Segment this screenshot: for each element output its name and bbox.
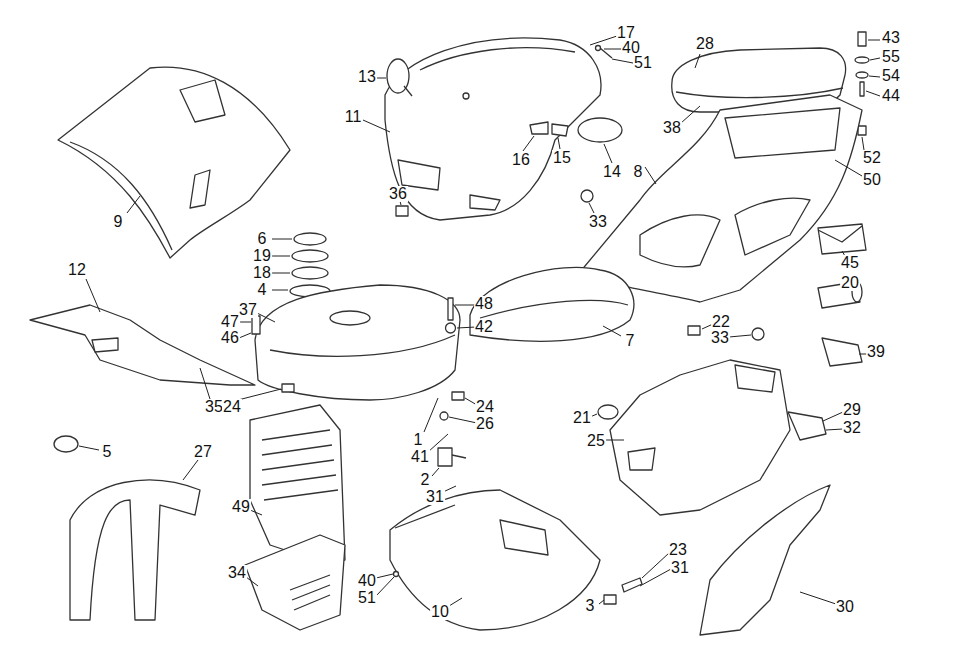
callout-number: 51 xyxy=(633,55,653,71)
callout-number: 39 xyxy=(866,344,886,360)
callout-number: 44 xyxy=(881,88,901,104)
callout-number: 33 xyxy=(710,330,730,346)
callout-number: 24 xyxy=(475,399,495,415)
callout-number: 31 xyxy=(670,560,690,576)
callout-number: 18 xyxy=(252,265,272,281)
callout-number: 42 xyxy=(474,319,494,335)
callout-number: 35 xyxy=(204,399,224,415)
callout-number: 15 xyxy=(552,150,572,166)
callout-number: 41 xyxy=(410,449,430,465)
callout-number: 2 xyxy=(420,472,431,488)
callout-number: 37 xyxy=(238,302,258,318)
callout-number: 55 xyxy=(881,49,901,65)
callout-number: 25 xyxy=(586,433,606,449)
callout-number: 26 xyxy=(475,416,495,432)
callout-number: 3 xyxy=(585,598,596,614)
callout-number: 40 xyxy=(357,573,377,589)
callout-number: 17 xyxy=(616,25,636,41)
callout-number: 14 xyxy=(602,164,622,180)
callout-number: 5 xyxy=(102,444,113,460)
callout-number: 33 xyxy=(588,214,608,230)
callout-number: 23 xyxy=(668,542,688,558)
callout-number: 29 xyxy=(842,402,862,418)
callout-number: 16 xyxy=(511,152,531,168)
callout-number: 32 xyxy=(842,420,862,436)
callout-number: 22 xyxy=(711,314,731,330)
callout-number: 49 xyxy=(231,499,251,515)
callout-number: 36 xyxy=(388,186,408,202)
callout-number: 9 xyxy=(113,214,124,230)
callout-number: 27 xyxy=(193,444,213,460)
callout-number: 54 xyxy=(881,68,901,84)
callout-number: 10 xyxy=(430,604,450,620)
callout-number: 6 xyxy=(257,231,268,247)
callout-number: 24 xyxy=(222,399,242,415)
callout-number: 4 xyxy=(257,282,268,298)
callout-number: 45 xyxy=(840,255,860,271)
callout-number: 13 xyxy=(357,69,377,85)
callout-number: 48 xyxy=(474,296,494,312)
callout-number: 51 xyxy=(357,590,377,606)
leader-lines xyxy=(79,36,880,606)
callout-number: 46 xyxy=(220,330,240,346)
callout-number: 40 xyxy=(621,40,641,56)
callout-number: 47 xyxy=(220,314,240,330)
callout-number: 8 xyxy=(633,164,644,180)
callout-number: 20 xyxy=(840,275,860,291)
callout-number: 7 xyxy=(625,333,636,349)
callout-number: 34 xyxy=(227,565,247,581)
callout-number: 21 xyxy=(572,410,592,426)
callout-number: 11 xyxy=(344,109,363,125)
callout-number: 19 xyxy=(252,248,272,264)
callout-number: 52 xyxy=(862,150,882,166)
callout-number: 38 xyxy=(662,120,682,136)
callout-number: 30 xyxy=(835,599,855,615)
callout-number: 43 xyxy=(881,30,901,46)
callout-number: 50 xyxy=(862,172,882,188)
callout-number: 28 xyxy=(695,36,715,52)
callout-number: 31 xyxy=(425,489,445,505)
callout-number: 12 xyxy=(67,262,87,278)
callout-number: 1 xyxy=(413,432,424,448)
